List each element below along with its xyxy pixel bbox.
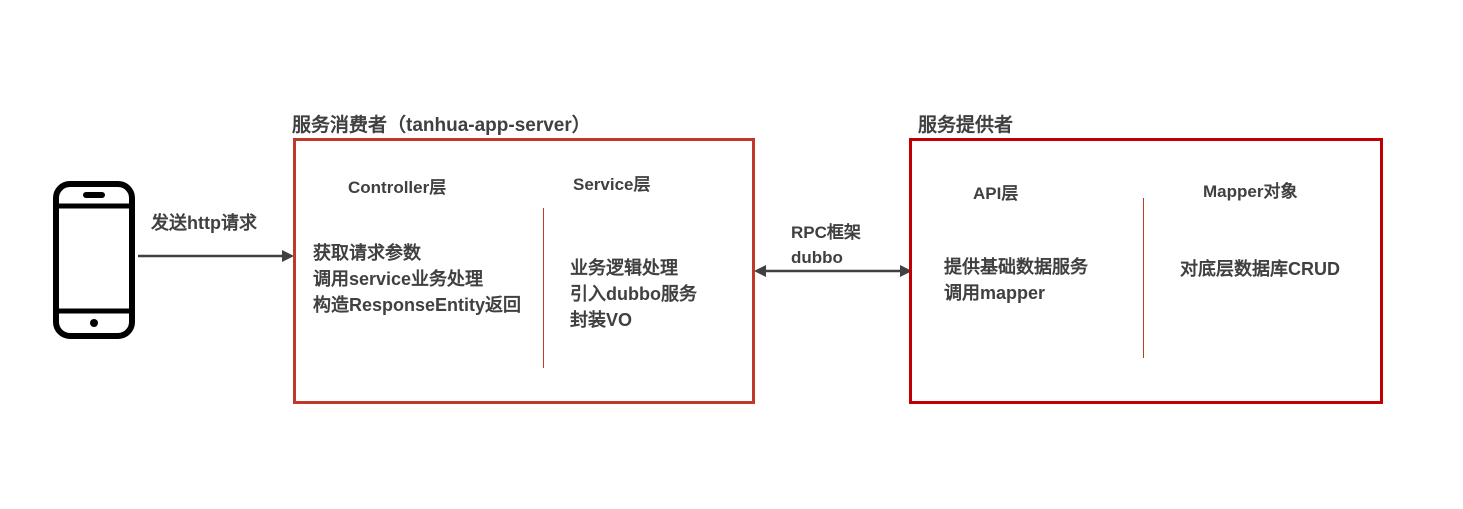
- http-request-arrow: [138, 250, 294, 262]
- controller-layer-title: Controller层: [348, 178, 447, 197]
- rpc-framework-label: RPC框架 dubbo: [791, 220, 861, 270]
- api-layer-description: 提供基础数据服务 调用mapper: [944, 254, 1088, 306]
- provider-box: [909, 138, 1383, 404]
- controller-line: 调用service业务处理: [313, 269, 484, 289]
- service-line: 业务逻辑处理: [570, 258, 678, 278]
- controller-layer-description: 获取请求参数 调用service业务处理 构造ResponseEntity返回: [313, 240, 521, 318]
- consumer-title: 服务消费者（tanhua-app-server）: [292, 115, 591, 136]
- provider-title: 服务提供者: [918, 115, 1014, 136]
- mobile-phone-icon: [53, 181, 135, 339]
- api-layer-title: API层: [973, 184, 1019, 203]
- service-line: 引入dubbo服务: [570, 284, 697, 304]
- controller-line: 获取请求参数: [313, 243, 421, 263]
- rpc-bidirectional-arrow: [754, 265, 912, 277]
- rpc-line-1: RPC框架: [791, 223, 861, 242]
- consumer-box: [293, 138, 755, 404]
- mapper-line: 对底层数据库CRUD: [1180, 259, 1340, 279]
- api-line: 提供基础数据服务: [944, 257, 1088, 277]
- mapper-layer-title: Mapper对象: [1203, 182, 1298, 201]
- mapper-layer-description: 对底层数据库CRUD: [1180, 256, 1340, 282]
- api-line: 调用mapper: [944, 283, 1046, 303]
- service-line: 封装VO: [570, 310, 633, 330]
- provider-divider: [1143, 198, 1144, 358]
- http-request-label: 发送http请求: [151, 213, 257, 233]
- service-layer-title: Service层: [573, 175, 651, 194]
- rpc-line-2: dubbo: [791, 248, 843, 267]
- controller-line: 构造ResponseEntity返回: [313, 295, 522, 315]
- consumer-divider: [543, 208, 544, 368]
- service-layer-description: 业务逻辑处理 引入dubbo服务 封装VO: [570, 255, 697, 333]
